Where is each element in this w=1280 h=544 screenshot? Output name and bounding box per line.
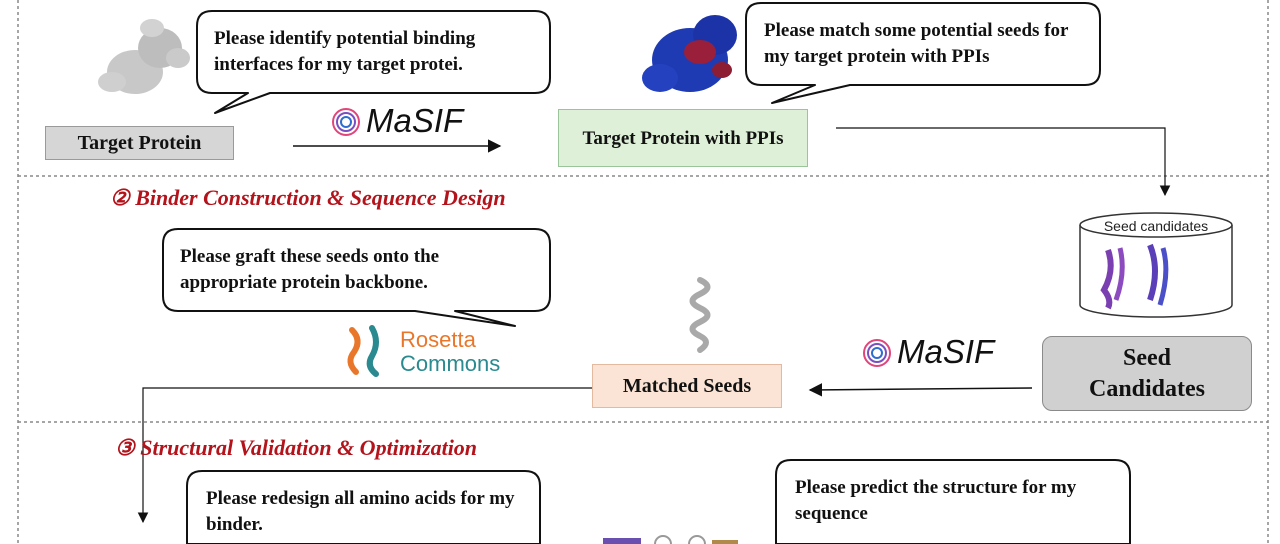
arrow-matched-to-validation xyxy=(137,387,592,524)
sequence-node-icon-2 xyxy=(688,535,706,544)
bubble-redesign-text: Please redesign all amino acids for my b… xyxy=(206,488,515,535)
masif-fingerprint-icon-2 xyxy=(863,339,891,367)
masif-label: MaSIF xyxy=(366,102,464,139)
bubble-match-text: Please match some potential seeds for my… xyxy=(764,20,1069,67)
section-title-validation: ③ Structural Validation & Optimization xyxy=(115,435,478,460)
target-protein-structure xyxy=(98,19,190,94)
target-protein-box: Target Protein xyxy=(45,126,234,160)
ppi-protein-structure xyxy=(642,15,737,92)
sequence-block-icon-2 xyxy=(712,540,738,544)
seed-database-label: Seed candidates xyxy=(1103,218,1209,234)
rosetta-line1: Rosetta xyxy=(400,327,476,352)
arrow-seed-to-matched xyxy=(808,383,1033,397)
bubble-predict-text: Please predict the structure for my sequ… xyxy=(795,477,1077,524)
rosetta-line2: Commons xyxy=(400,351,501,376)
seed-database xyxy=(1079,212,1233,318)
section-title-binder: ② Binder Construction & Sequence Design xyxy=(110,185,506,210)
masif-fingerprint-icon xyxy=(332,108,360,136)
sequence-node-icon xyxy=(654,535,672,544)
sequence-block-icon xyxy=(603,538,641,544)
rosetta-logo-icon xyxy=(347,325,379,377)
bubble-graft-text: Please graft these seeds onto the approp… xyxy=(180,246,440,293)
speech-bubbles xyxy=(162,2,1131,544)
seed-database-label-wrap: Seed candidates xyxy=(1080,218,1232,234)
bubble-identify-text: Please identify potential binding interf… xyxy=(214,28,476,75)
matched-seeds-box: Matched Seeds xyxy=(592,364,782,408)
matched-seed-helix xyxy=(689,277,711,353)
target-ppis-box: Target Protein with PPIs xyxy=(558,109,808,167)
masif-label-2: MaSIF xyxy=(897,333,995,370)
rosetta-commons-logo: Rosetta Commons xyxy=(400,328,500,376)
arrow-ppi-to-db xyxy=(836,127,1171,197)
seed-candidates-box: Seed Candidates xyxy=(1042,336,1252,411)
section-frame xyxy=(17,0,1269,544)
